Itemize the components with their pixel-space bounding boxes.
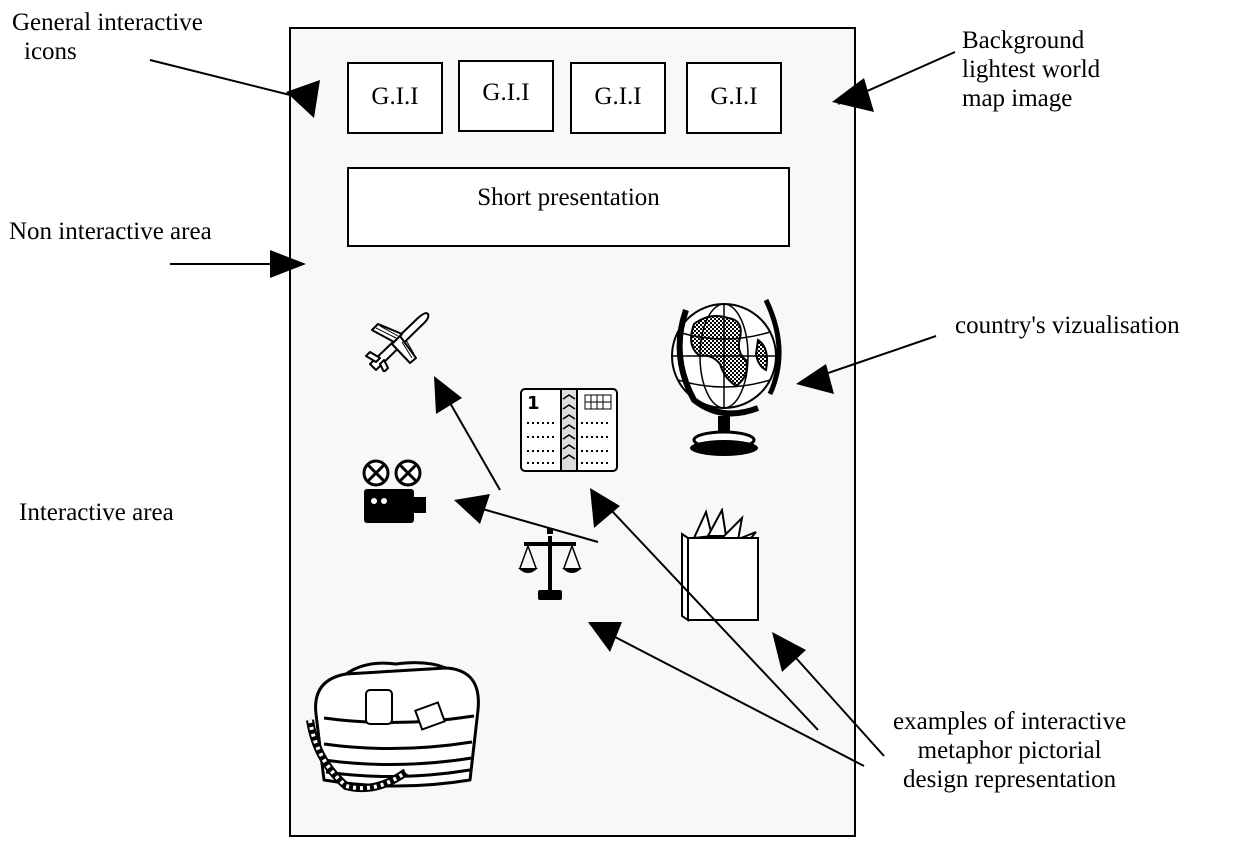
label-line: icons xyxy=(24,38,77,65)
svg-text:1: 1 xyxy=(527,393,540,414)
label-country-visualisation: country's vizualisation xyxy=(955,312,1180,339)
scales-of-justice-icon[interactable] xyxy=(518,528,582,602)
travel-bag-icon[interactable] xyxy=(306,660,488,796)
label-examples: examples of interactive metaphor pictori… xyxy=(893,707,1126,794)
label-background-map: Background lightest world map image xyxy=(962,26,1100,113)
label-line: examples of interactive xyxy=(893,708,1127,735)
gii-button[interactable]: G.I.I xyxy=(570,62,666,134)
gii-button[interactable]: G.I.I xyxy=(686,62,782,134)
label-interactive-area: Interactive area xyxy=(19,499,174,526)
arrow-general-icons xyxy=(149,59,311,101)
label-non-interactive-area: Non interactive area xyxy=(9,218,212,245)
label-line: map image xyxy=(962,85,1073,112)
airplane-icon[interactable] xyxy=(362,306,434,372)
gii-button[interactable]: G.I.I xyxy=(458,60,554,132)
label-line: Background xyxy=(962,27,1085,54)
globe-icon[interactable] xyxy=(666,290,790,460)
label-line: metaphor pictorial xyxy=(917,737,1102,764)
open-book-icon[interactable] xyxy=(678,508,762,624)
label-line: General interactive xyxy=(12,9,203,36)
label-line: design representation xyxy=(903,766,1117,793)
label-general-interactive-icons: General interactive icons xyxy=(12,8,203,66)
agenda-book-icon[interactable]: 1 xyxy=(519,387,619,473)
gii-button[interactable]: G.I.I xyxy=(347,62,443,134)
short-presentation-box[interactable]: Short presentation xyxy=(347,167,790,247)
film-projector-icon[interactable] xyxy=(360,457,428,527)
label-line: lightest world xyxy=(962,56,1101,83)
